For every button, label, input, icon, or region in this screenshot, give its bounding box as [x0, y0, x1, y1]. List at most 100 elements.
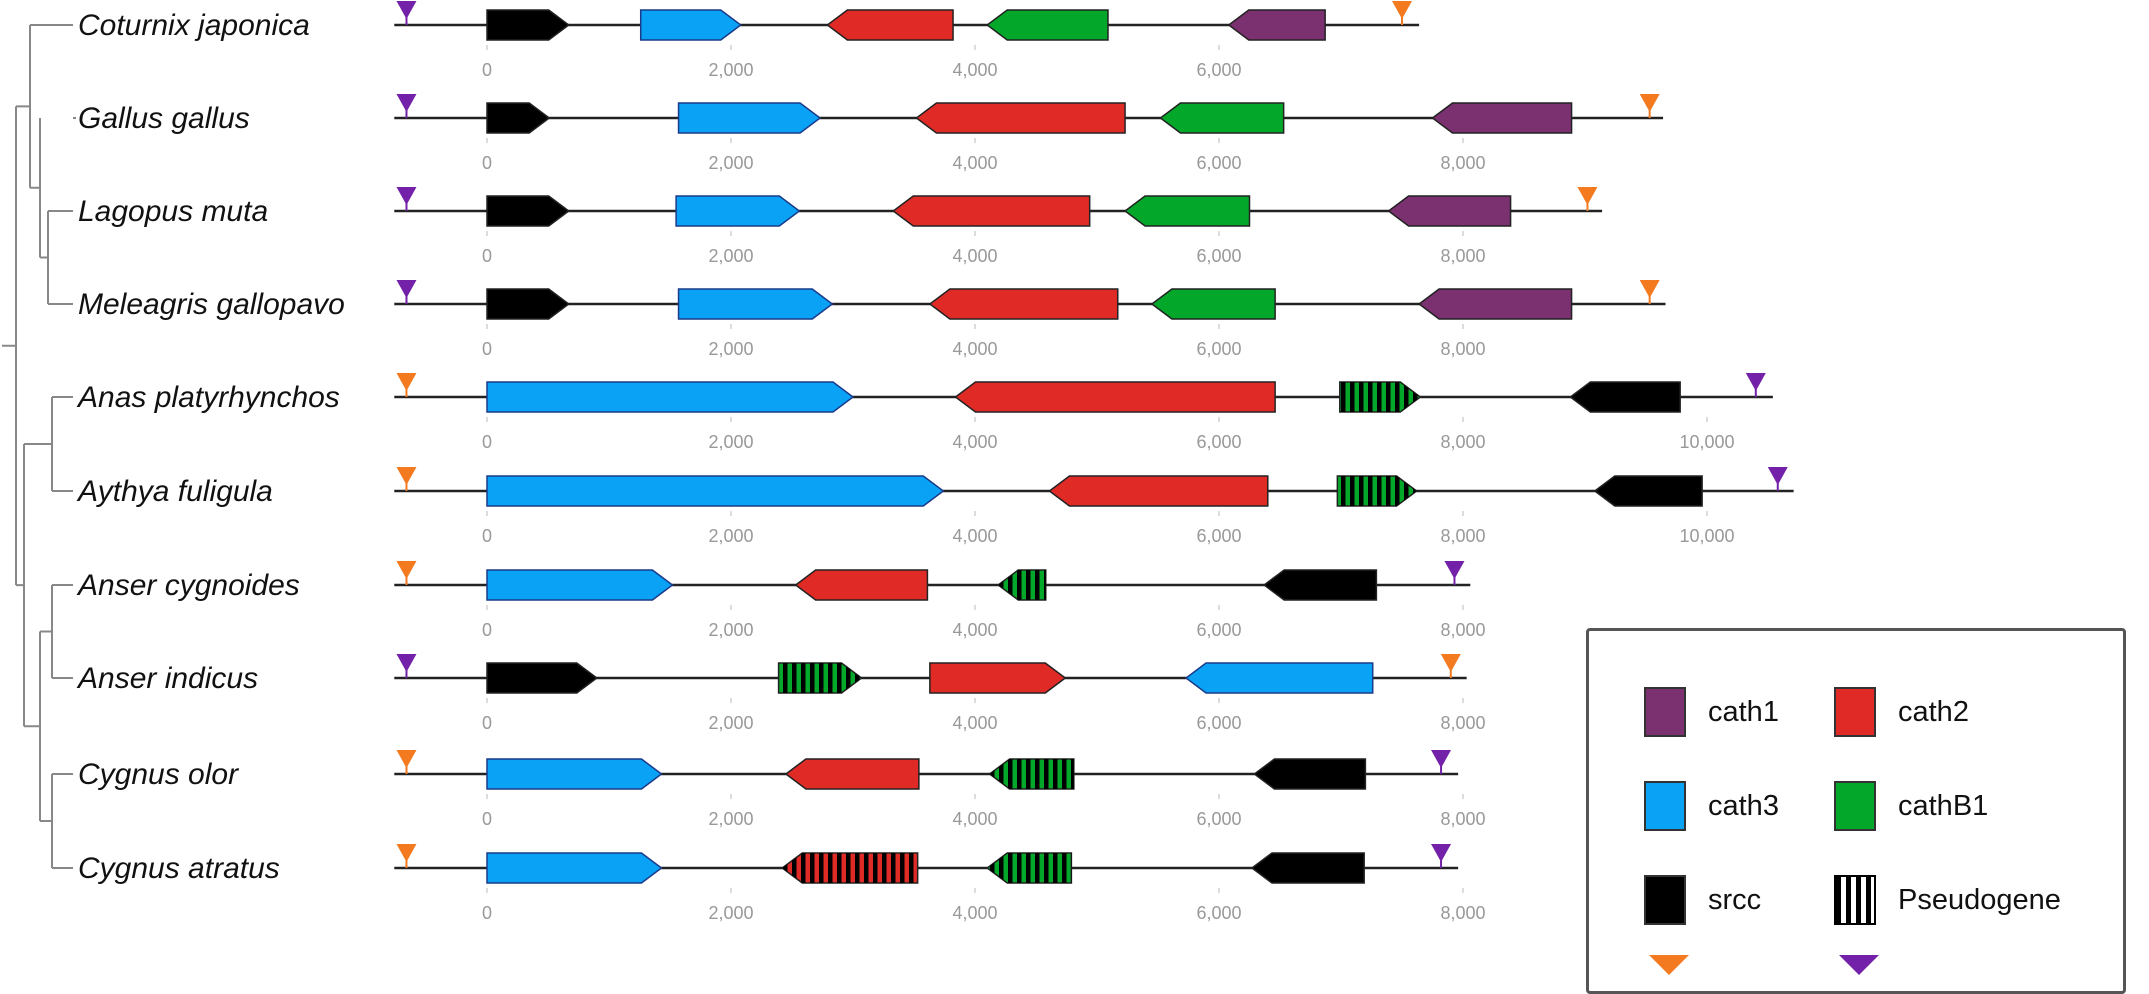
axis-tick-label: 8,000 — [1440, 903, 1485, 923]
gene-cath3 — [639, 9, 743, 41]
legend-label: cath1 — [1708, 695, 1779, 728]
gene-row: Cygnus atratus 0 2,000 4,000 6,000 8,000 — [78, 844, 1486, 923]
gene-srcc — [486, 9, 570, 41]
axis-tick-label: 0 — [482, 713, 492, 733]
legend-orange-triangle-icon — [1649, 955, 1689, 975]
legend-swatch — [1834, 687, 1876, 737]
axis-tick-label: 8,000 — [1440, 526, 1485, 546]
gene-cath2 — [929, 662, 1067, 694]
species-label: Coturnix japonica — [78, 9, 310, 42]
axis-tick-label: 6,000 — [1196, 339, 1241, 359]
axis-tick-label: 4,000 — [952, 809, 997, 829]
axis-tick-label: 8,000 — [1440, 713, 1485, 733]
axis-tick-label: 0 — [482, 246, 492, 266]
gene-srcc — [1250, 852, 1365, 884]
axis-tick-label: 4,000 — [952, 713, 997, 733]
gene-srcc — [486, 195, 570, 227]
orange-marker-icon — [1392, 1, 1412, 19]
axis-tick-label: 6,000 — [1196, 809, 1241, 829]
synteny-figure: Coturnix japonica 0 2,000 4,000 6,000 Gallus … — [2, 1, 1794, 923]
axis-tick-label: 2,000 — [708, 620, 753, 640]
legend-swatch — [1834, 875, 1876, 925]
gene-cath1 — [1227, 9, 1326, 41]
axis-tick-label: 6,000 — [1196, 903, 1241, 923]
species-label: Lagopus muta — [78, 195, 268, 228]
legend-swatch — [1834, 781, 1876, 831]
gene-cath3 — [677, 102, 822, 134]
legend-label: cathB1 — [1898, 789, 1989, 822]
orange-marker-icon — [1440, 654, 1461, 672]
gene-srcc — [1253, 758, 1367, 790]
axis-tick-label: 2,000 — [708, 339, 753, 359]
gene-cath3 — [486, 758, 663, 790]
axis-tick-label: 8,000 — [1440, 153, 1485, 173]
gene-cathB1 — [1123, 195, 1251, 227]
axis-tick-label: 4,000 — [952, 60, 997, 80]
pseudogene-stripes — [987, 853, 1072, 883]
legend-item-cath3: cath3 — [1644, 781, 1779, 831]
pseudogene-stripes — [989, 759, 1074, 789]
gene-cath3 — [486, 475, 945, 507]
gene-srcc — [1262, 569, 1378, 601]
axis-tick-label: 8,000 — [1440, 432, 1485, 452]
gene-cathB1 — [985, 9, 1109, 41]
axis-tick-label: 10,000 — [1679, 526, 1734, 546]
purple-marker-icon — [396, 94, 417, 112]
orange-marker-icon — [1639, 280, 1660, 298]
pseudogene-stripes — [778, 663, 862, 693]
gene-srcc — [486, 662, 599, 694]
axis-tick-label: 6,000 — [1196, 620, 1241, 640]
species-label: Meleagris gallopavo — [78, 288, 345, 321]
legend-label: srcc — [1708, 883, 1762, 916]
gene-cath2 — [954, 381, 1276, 413]
axis-tick-label: 8,000 — [1440, 809, 1485, 829]
axis-tick-label: 0 — [482, 620, 492, 640]
species-label: Gallus gallus — [78, 102, 250, 135]
purple-marker-icon — [1431, 750, 1452, 768]
axis-tick-label: 6,000 — [1196, 713, 1241, 733]
axis-tick-label: 0 — [482, 526, 492, 546]
gene-cath2 — [826, 9, 954, 41]
pseudogene-stripes — [782, 853, 918, 883]
axis-tick-label: 4,000 — [952, 526, 997, 546]
legend-item-pseudogene: Pseudogene — [1834, 875, 2061, 925]
orange-marker-icon — [1639, 94, 1660, 112]
legend-swatch — [1644, 687, 1686, 737]
axis-tick-label: 4,000 — [952, 246, 997, 266]
legend-swatch — [1644, 875, 1686, 925]
axis-tick-label: 8,000 — [1440, 339, 1485, 359]
axis-tick-label: 6,000 — [1196, 526, 1241, 546]
purple-marker-icon — [396, 1, 417, 19]
gene-cathB1 — [1159, 102, 1285, 134]
axis-tick-label: 2,000 — [708, 153, 753, 173]
axis-tick-label: 6,000 — [1196, 432, 1241, 452]
axis-tick-label: 0 — [482, 903, 492, 923]
gene-cath2 — [784, 758, 920, 790]
axis-tick-label: 4,000 — [952, 153, 997, 173]
axis-tick-label: 4,000 — [952, 903, 997, 923]
orange-marker-icon — [396, 467, 417, 485]
species-label: Cygnus atratus — [78, 852, 280, 885]
species-label: Anser cygnoides — [76, 569, 300, 602]
gene-cath3 — [486, 569, 674, 601]
axis-tick-label: 2,000 — [708, 903, 753, 923]
axis-tick-label: 8,000 — [1440, 620, 1485, 640]
species-label: Anser indicus — [76, 662, 258, 695]
species-label: Aythya fuligula — [76, 475, 273, 508]
purple-marker-icon — [396, 280, 417, 298]
gene-srcc — [1569, 381, 1681, 413]
orange-marker-icon — [396, 750, 417, 768]
axis-tick-label: 10,000 — [1679, 432, 1734, 452]
gene-cath2 — [794, 569, 929, 601]
purple-marker-icon — [1745, 373, 1766, 391]
legend-item-cath2: cath2 — [1834, 687, 1969, 737]
pseudogene-stripes — [1339, 382, 1421, 412]
legend-purple-triangle-icon — [1839, 955, 1879, 975]
axis-tick-label: 2,000 — [708, 60, 753, 80]
legend-item-cath1: cath1 — [1644, 687, 1779, 737]
